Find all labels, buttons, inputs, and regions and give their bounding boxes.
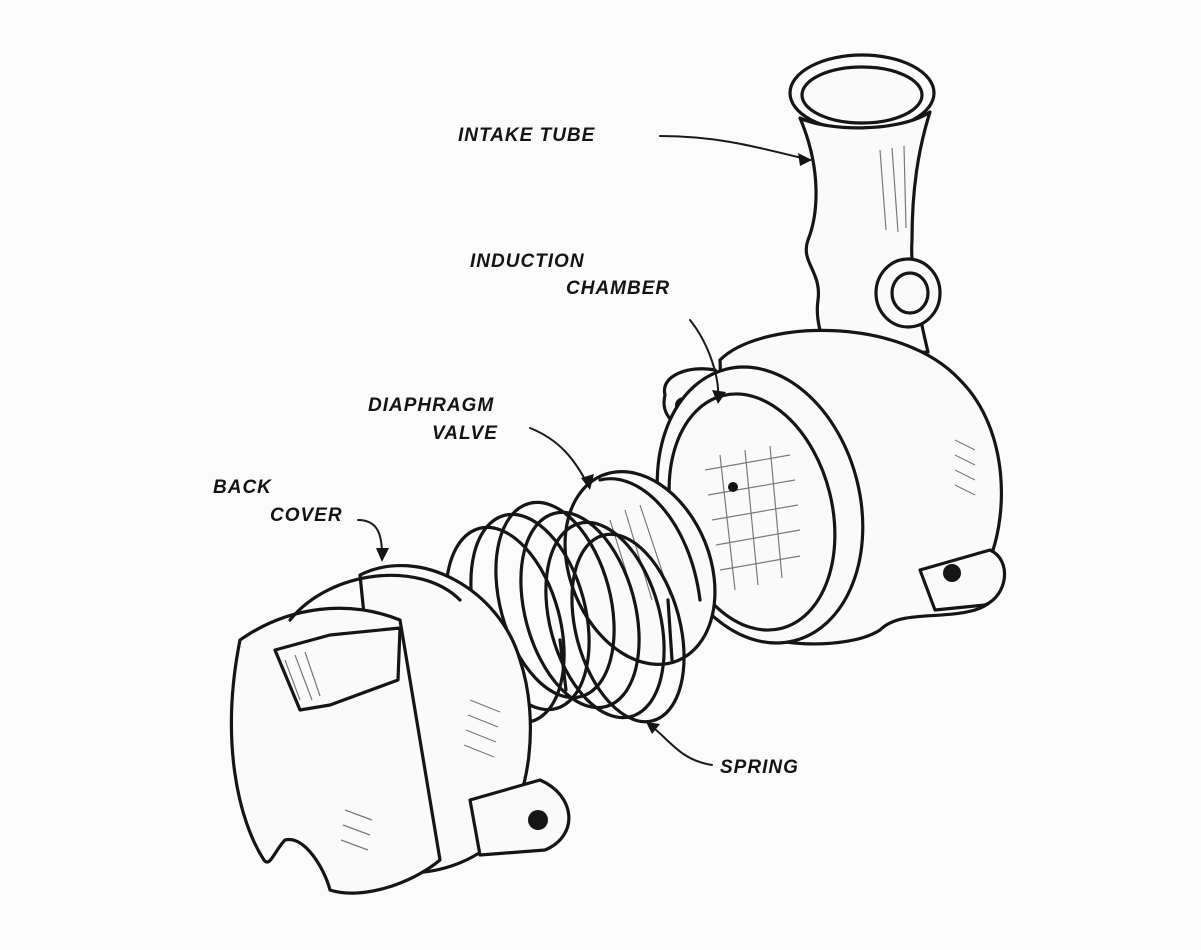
label-back-cover-line1: BACK (213, 477, 272, 498)
label-intake-tube: INTAKE TUBE (458, 125, 596, 146)
label-diaphragm-valve-line1: DIAPHRAGM (368, 395, 495, 416)
intake-tube-part (788, 53, 942, 360)
label-diaphragm-valve-line2: VALVE (432, 423, 498, 444)
label-induction-chamber-line1: INDUCTION (470, 251, 585, 272)
label-induction-chamber-line2: CHAMBER (566, 278, 671, 299)
intake-tube-leader (659, 135, 811, 161)
back-cover-part (229, 564, 571, 895)
spring-leader (649, 724, 713, 766)
label-back-cover-line2: COVER (270, 505, 343, 526)
label-spring: SPRING (720, 757, 799, 778)
diaphragm-valve-leader (529, 427, 589, 486)
